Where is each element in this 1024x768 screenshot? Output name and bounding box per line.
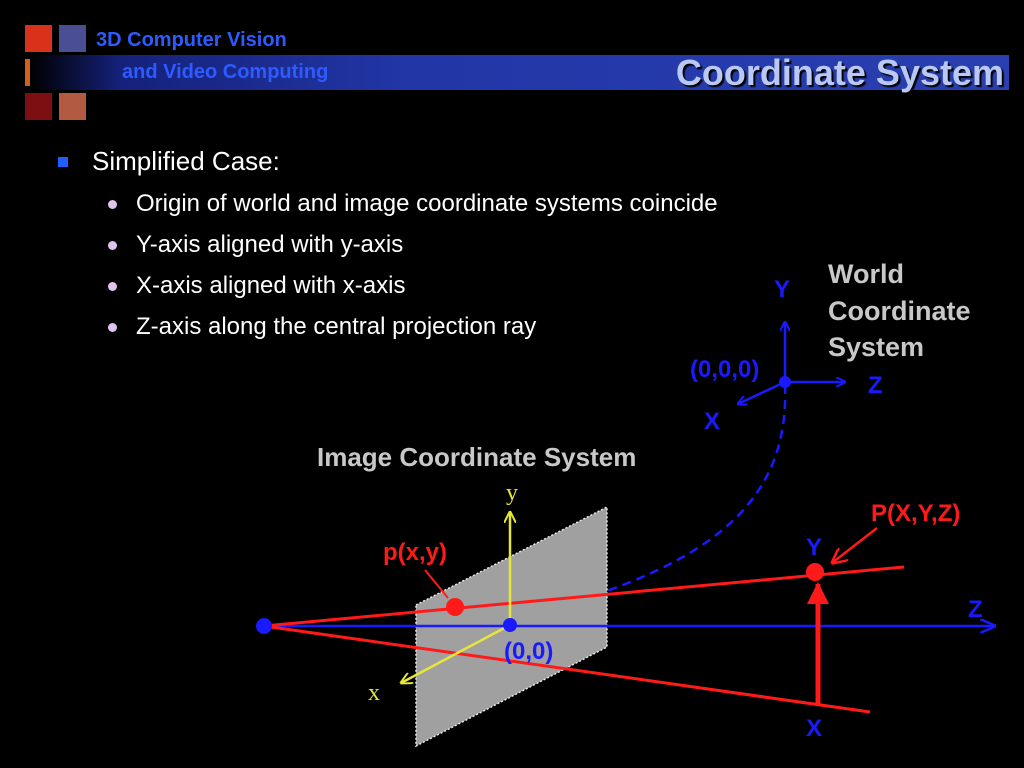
image-origin-point [503,618,517,632]
main-bullet-marker [58,157,68,167]
center-of-projection [256,618,272,634]
mapping-curve [522,384,787,617]
world-point-pointer [832,527,878,563]
sub-bullet-marker [108,200,117,209]
world-point-P [806,563,824,581]
world-title-line3: System [828,332,924,362]
world-x-label: X [704,408,720,435]
logo-square-6 [59,93,86,120]
world-point-x-label: X [806,715,822,742]
sub-bullet-text-2: Y-axis aligned with y-axis [136,231,404,258]
world-title-line2: Coordinate [828,296,971,326]
sub-bullet-text-1: Origin of world and image coordinate sys… [136,190,718,217]
image-system-title: Image Coordinate System [317,442,636,472]
main-bullet-text: Simplified Case: [92,146,280,176]
sub-bullet-marker [108,323,117,332]
world-point-y-label: Y [806,534,822,561]
image-point-label: p(x,y) [383,539,447,566]
slide-title: Coordinate System [675,52,1004,93]
world-origin-label: (0,0,0) [690,356,759,383]
sub-bullet-text-3: X-axis aligned with x-axis [136,272,406,299]
projection-ray-lower [263,624,871,714]
sub-bullet-marker [108,282,117,291]
logo-square-2 [59,25,86,52]
world-coordinate-axes: Y Z X (0,0,0) [690,276,883,435]
image-point-pointer [424,569,449,599]
image-origin-label: (0,0) [504,638,553,665]
image-point-p [446,598,464,616]
projection-ray-upper [263,565,905,628]
world-y-label: Y [774,276,790,303]
world-title-line1: World [828,259,904,289]
world-z-label: Z [868,372,883,399]
world-point-label: P(X,Y,Z) [871,500,960,527]
world-origin-point [779,376,791,388]
image-x-axis [401,623,511,683]
sub-bullet-marker [108,241,117,250]
world-x-axis [738,380,786,404]
sub-bullet-text-4: Z-axis along the central projection ray [136,313,537,340]
optical-z-label: Z [968,596,983,623]
course-name-line1: 3D Computer Vision [96,29,287,51]
logo-square-1 [25,25,52,52]
image-x-label: x [368,680,380,706]
image-y-label: y [506,480,518,506]
course-name-line2: and Video Computing [122,61,329,83]
title-banner [30,55,1009,90]
logo-square-5 [25,93,52,120]
